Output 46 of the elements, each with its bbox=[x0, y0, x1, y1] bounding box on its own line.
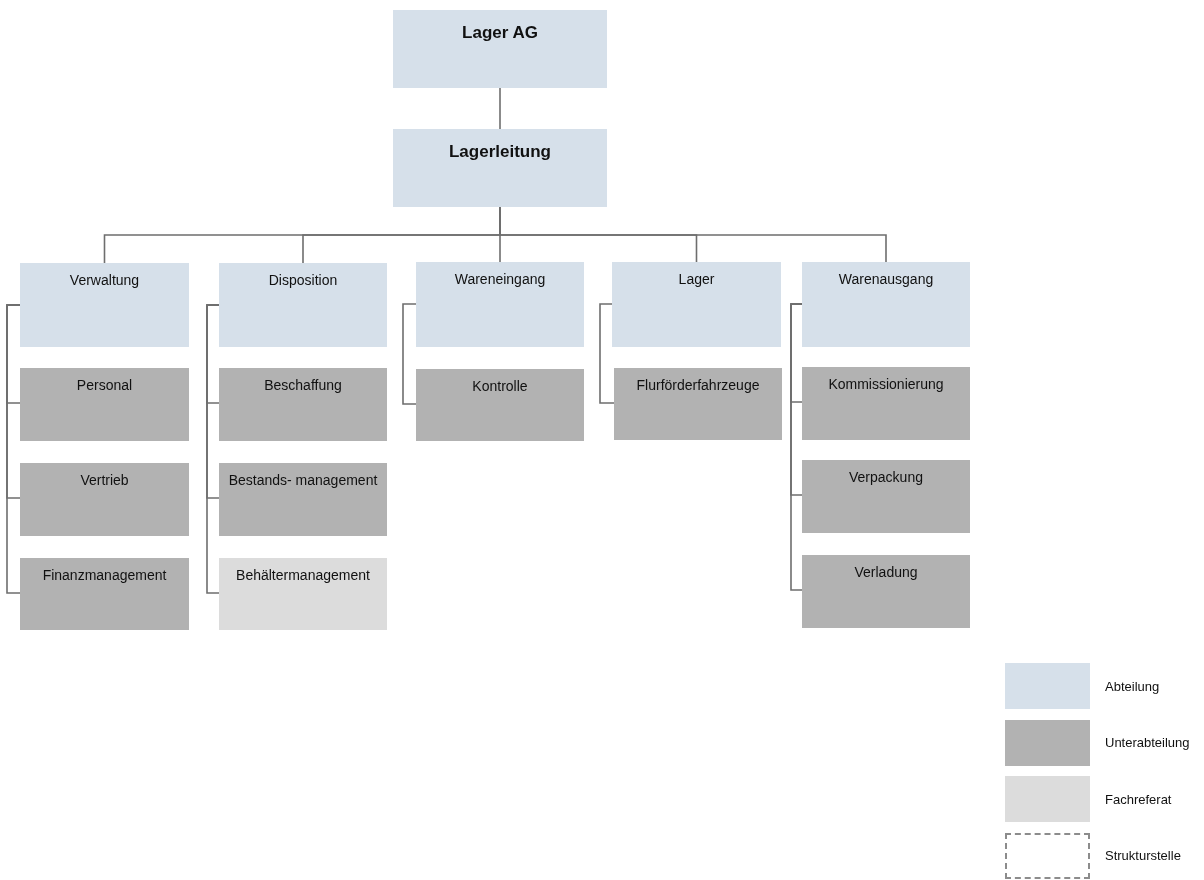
org-unit-box bbox=[219, 368, 387, 441]
org-unit-box bbox=[219, 463, 387, 536]
connector-line bbox=[6, 304, 21, 594]
org-unit-box bbox=[393, 129, 607, 207]
connector-line bbox=[599, 303, 615, 404]
org-unit-box bbox=[20, 558, 189, 630]
unit-name: Lager AG bbox=[461, 22, 539, 44]
unit-name: Lager bbox=[677, 270, 716, 289]
connector-line bbox=[206, 304, 220, 594]
org-unit-box bbox=[614, 368, 782, 440]
org-unit-box bbox=[416, 369, 584, 441]
org-unit-box bbox=[393, 10, 607, 88]
unit-name: Vertrieb bbox=[79, 471, 130, 490]
org-unit-box bbox=[20, 263, 189, 347]
unit-name: Verladung bbox=[853, 563, 919, 582]
connector-line bbox=[499, 87, 501, 130]
org-unit-box bbox=[219, 263, 387, 347]
legend-label: Abteilung bbox=[1105, 678, 1160, 694]
legend-label: Unterabteilung bbox=[1105, 735, 1190, 750]
unit-name: Bestands- management bbox=[227, 471, 379, 490]
org-unit-box bbox=[416, 262, 584, 347]
unit-name: Lagerleitung bbox=[448, 141, 552, 163]
org-unit-box bbox=[802, 367, 970, 440]
org-unit-box bbox=[802, 262, 970, 347]
unit-name: Wareneingang bbox=[453, 270, 547, 289]
org-unit-box bbox=[219, 558, 387, 630]
unit-name: Kommissionierung bbox=[827, 375, 945, 394]
unit-name: Kontrolle bbox=[471, 377, 529, 396]
unit-name: Disposition bbox=[267, 271, 339, 290]
org-unit-box bbox=[802, 555, 970, 628]
legend-label: Fachreferat bbox=[1105, 791, 1172, 807]
unit-name: Flurförderfahrzeuge bbox=[635, 376, 761, 395]
unit-name: Finanzmanagement bbox=[41, 566, 168, 585]
unit-name: Warenausgang bbox=[837, 270, 935, 289]
unit-name: Beschaffung bbox=[263, 376, 343, 395]
connector-line bbox=[790, 303, 803, 591]
org-unit-box bbox=[20, 463, 189, 536]
unit-name: Behältermanagement bbox=[235, 566, 371, 585]
legend-label: Strukturstelle bbox=[1105, 848, 1181, 863]
unit-name: Verwaltung bbox=[68, 271, 141, 290]
org-unit-box bbox=[20, 368, 189, 441]
unit-name: Verpackung bbox=[848, 468, 924, 487]
org-unit-box bbox=[802, 460, 970, 533]
connector-line bbox=[402, 303, 417, 405]
unit-name: Personal bbox=[75, 376, 134, 395]
org-unit-box bbox=[612, 262, 781, 347]
